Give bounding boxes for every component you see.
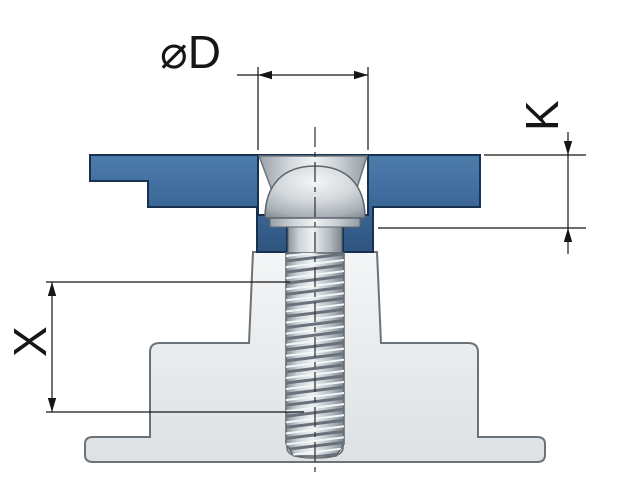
x-arrow-top	[47, 282, 57, 296]
dimension-k: K	[378, 100, 586, 254]
k-arrow-bottom	[563, 228, 573, 242]
k-arrow-top	[563, 141, 573, 155]
dimension-diameter: ⌀D	[160, 26, 369, 150]
x-label: X	[4, 326, 56, 357]
diameter-arrow-left	[258, 70, 272, 80]
dimension-x: X	[4, 281, 304, 413]
diameter-arrow-right	[354, 70, 368, 80]
diameter-label: ⌀D	[160, 26, 221, 78]
x-arrow-bottom	[47, 398, 57, 412]
k-label: K	[516, 100, 568, 131]
